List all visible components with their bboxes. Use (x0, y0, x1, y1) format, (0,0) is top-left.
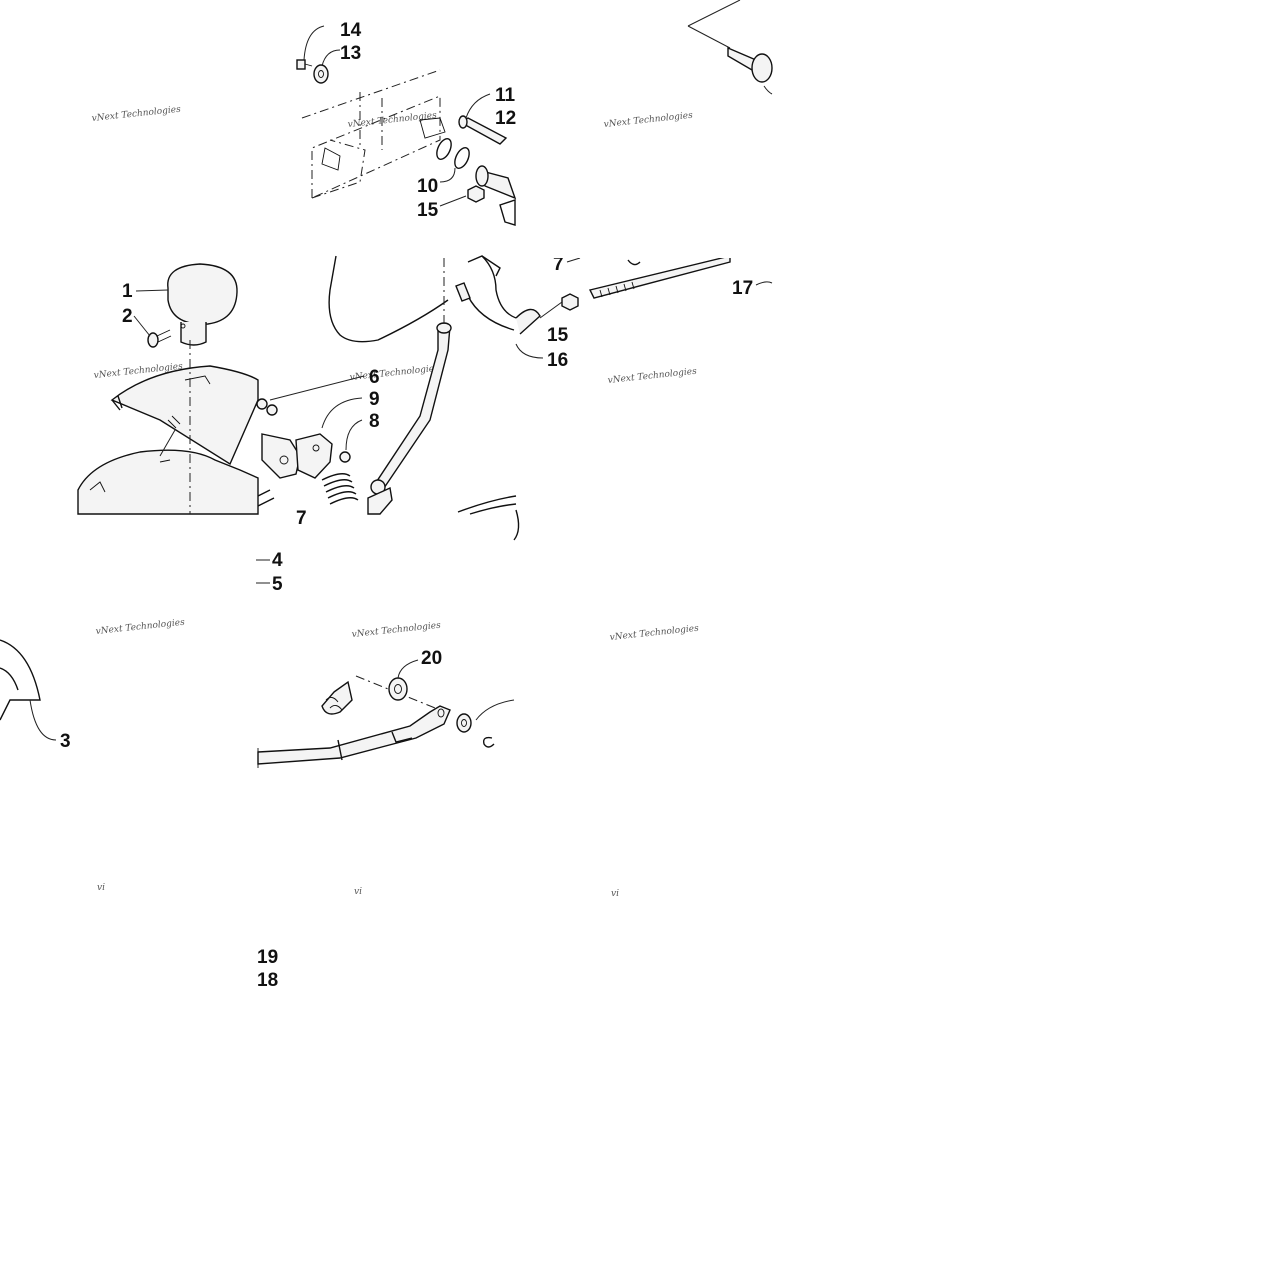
rod-17 (588, 255, 731, 299)
clip (627, 259, 641, 266)
frame-tube (513, 509, 520, 541)
watermark-fragment: vi (611, 889, 619, 899)
callout-7: 7 (296, 508, 307, 529)
watermark: vNext Technologies (91, 105, 181, 124)
callout-19: 19 (257, 947, 278, 968)
pivot-bushing (475, 165, 517, 226)
washer-19 (456, 713, 472, 733)
nut-15-top (467, 185, 485, 203)
ball-joint-16 (455, 255, 541, 335)
callout-11: 11 (495, 85, 516, 106)
pivot-link-9 (261, 433, 333, 479)
callout-7: 7 (553, 254, 564, 275)
shift-arm-20 (321, 675, 441, 715)
callout-14: 14 (340, 20, 362, 41)
nuts-6 (256, 398, 278, 416)
callout-15: 15 (547, 325, 569, 346)
callout-9: 9 (369, 389, 380, 410)
watermark: vNext Technologies (609, 624, 699, 643)
leader-lines (29, 25, 773, 741)
watermark: vNext Technologies (351, 621, 441, 640)
washer-20 (388, 677, 408, 701)
callout-13: 13 (340, 43, 361, 64)
watermark-fragment: vi (354, 887, 362, 897)
mounting-bracket (301, 69, 446, 199)
callouts: 14 13 11 12 10 15 1 2 7 15 16 17 6 9 8 7… (60, 20, 753, 991)
nut-8 (339, 451, 351, 463)
callout-6: 6 (369, 367, 380, 388)
callout-12: 12 (495, 108, 516, 129)
shift-knob-1 (167, 263, 238, 346)
boot-edge-3 (0, 639, 41, 721)
callout-4: 4 (272, 550, 283, 571)
callout-17: 17 (732, 278, 753, 299)
washer-13 (313, 64, 329, 84)
callout-1: 1 (122, 281, 133, 302)
shift-rod-lower (257, 705, 451, 768)
callout-18: 18 (257, 970, 278, 991)
callout-8: 8 (369, 411, 380, 432)
callout-20: 20 (421, 648, 442, 669)
watermark: vNext Technologies (603, 111, 693, 130)
pivot-bolt (687, 0, 773, 95)
frame-edge (257, 489, 275, 507)
callout-3: 3 (60, 731, 71, 752)
o-rings-10 (436, 138, 470, 169)
callout-15: 15 (417, 200, 439, 221)
watermark-fragment: vi (97, 883, 105, 893)
spring-7 (321, 473, 359, 505)
tile-gap (516, 236, 772, 258)
watermark: vNext Technologies (607, 367, 697, 386)
stud-11-12 (458, 115, 508, 145)
watermark: vNext Technologies (95, 618, 185, 637)
frame-tube (457, 495, 517, 515)
bolt-14 (296, 59, 313, 70)
callout-16: 16 (547, 350, 568, 371)
callout-5: 5 (272, 574, 283, 595)
callout-2: 2 (122, 306, 133, 327)
watermark: vNext Technologies (347, 111, 437, 130)
callout-10: 10 (417, 176, 438, 197)
set-screw-2 (147, 329, 172, 348)
nut-15-rod (561, 293, 579, 311)
e-clip-18 (482, 736, 495, 748)
watermark: vNext Technologies (349, 364, 439, 383)
shift-lever (328, 255, 452, 515)
shift-boot (77, 365, 259, 515)
